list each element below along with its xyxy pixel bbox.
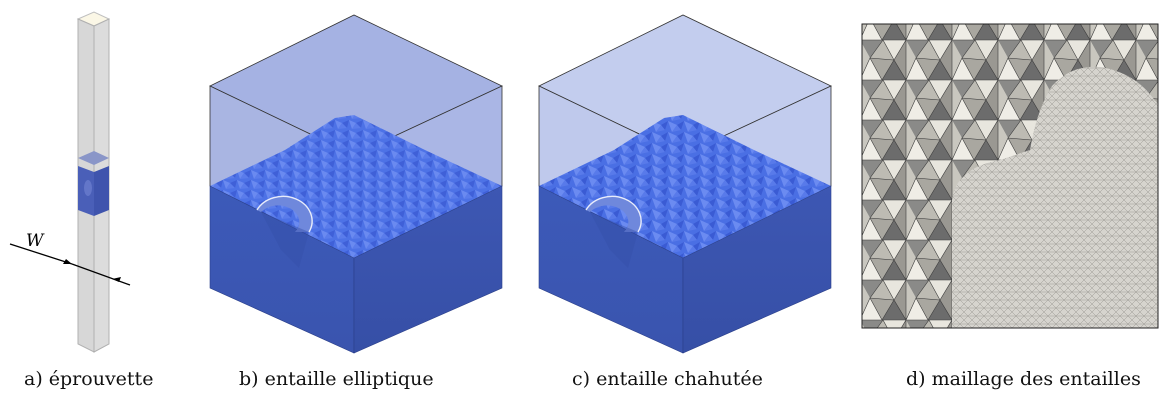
elliptic-notch-block [209,14,503,354]
mesh-illustration [861,23,1159,329]
notch-shadow [261,212,309,268]
panel-specimen: W [0,0,200,360]
notch-edge [256,195,313,233]
arrowhead-left-icon [63,259,72,264]
block-right-face [682,185,832,354]
elliptic-notch-mark [257,196,313,232]
mesh-frame [861,23,1159,329]
caption-b: b) entaille elliptique [239,368,434,390]
dimension-line-left [9,243,73,265]
panel-chaotic-notch [524,0,859,360]
block-right-face [353,185,503,354]
fine-mesh-notch-region [952,66,1158,329]
notch-zone-right [94,166,109,216]
dimension-line-right [71,263,131,286]
chaotic-notch-block [538,14,832,354]
arrowhead-right-icon [112,277,121,282]
notch-shadow [590,212,638,268]
caption-d: d) maillage des entailles [906,368,1141,390]
panel-mesh [860,0,1159,360]
notch-zone-top [78,151,109,165]
panel-elliptic-notch [195,0,530,360]
notch-edge [585,195,642,233]
specimen-illustration: W [9,11,131,353]
dimension-label-w: W [26,231,45,251]
chaotic-notch-mark [586,196,642,232]
notch-highlight [84,180,92,196]
caption-a: a) éprouvette [24,368,154,390]
caption-c: c) entaille chahutée [572,368,763,390]
